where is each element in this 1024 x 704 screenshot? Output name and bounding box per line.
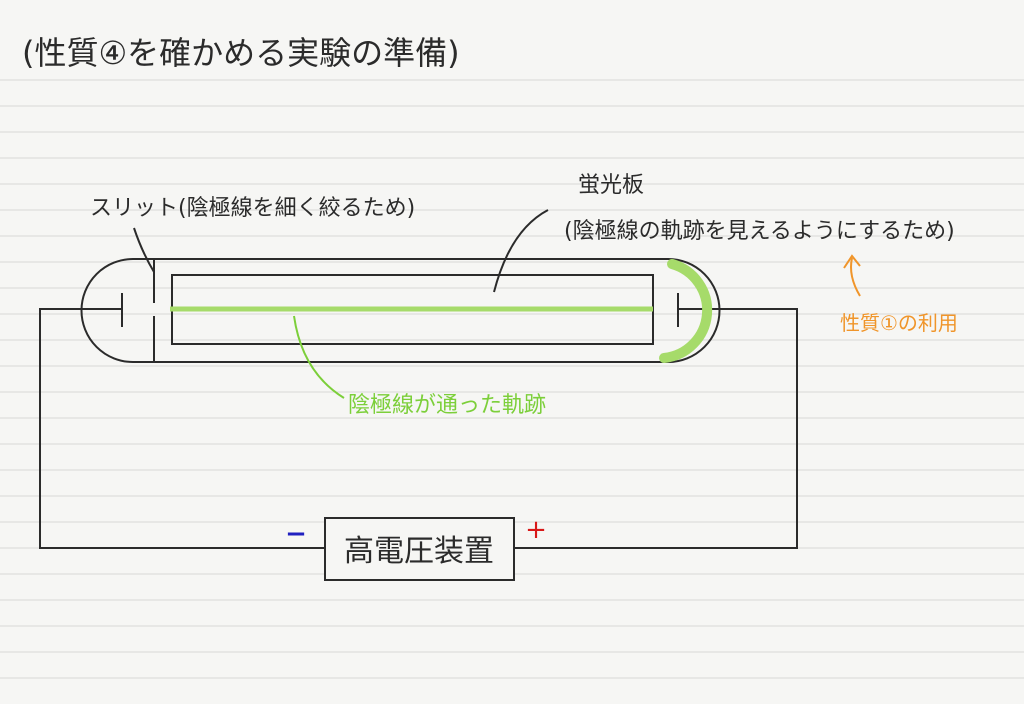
plus-terminal: + (525, 515, 547, 545)
beam-path-label: 陰極線が通った軌跡 (348, 393, 546, 418)
high-voltage-device (324, 517, 515, 581)
notebook-lines (0, 79, 1024, 679)
property-note: 性質①の利用 (840, 311, 958, 335)
minus-terminal: − (285, 519, 307, 549)
device-label: 高電圧装置 (344, 534, 494, 569)
screen-note: (陰極線の軌跡を見えるようにするため) (564, 219, 955, 244)
screen-pointer (493, 209, 549, 293)
slit-pointer (133, 227, 155, 273)
slit-label: スリット(陰極線を細く絞るため) (90, 196, 415, 221)
property-arrow (843, 254, 861, 297)
page-title: (性質④を確かめる実験の準備) (22, 34, 460, 72)
screen-label: 蛍光板 (578, 173, 644, 198)
beam-label-pointer (293, 315, 345, 399)
